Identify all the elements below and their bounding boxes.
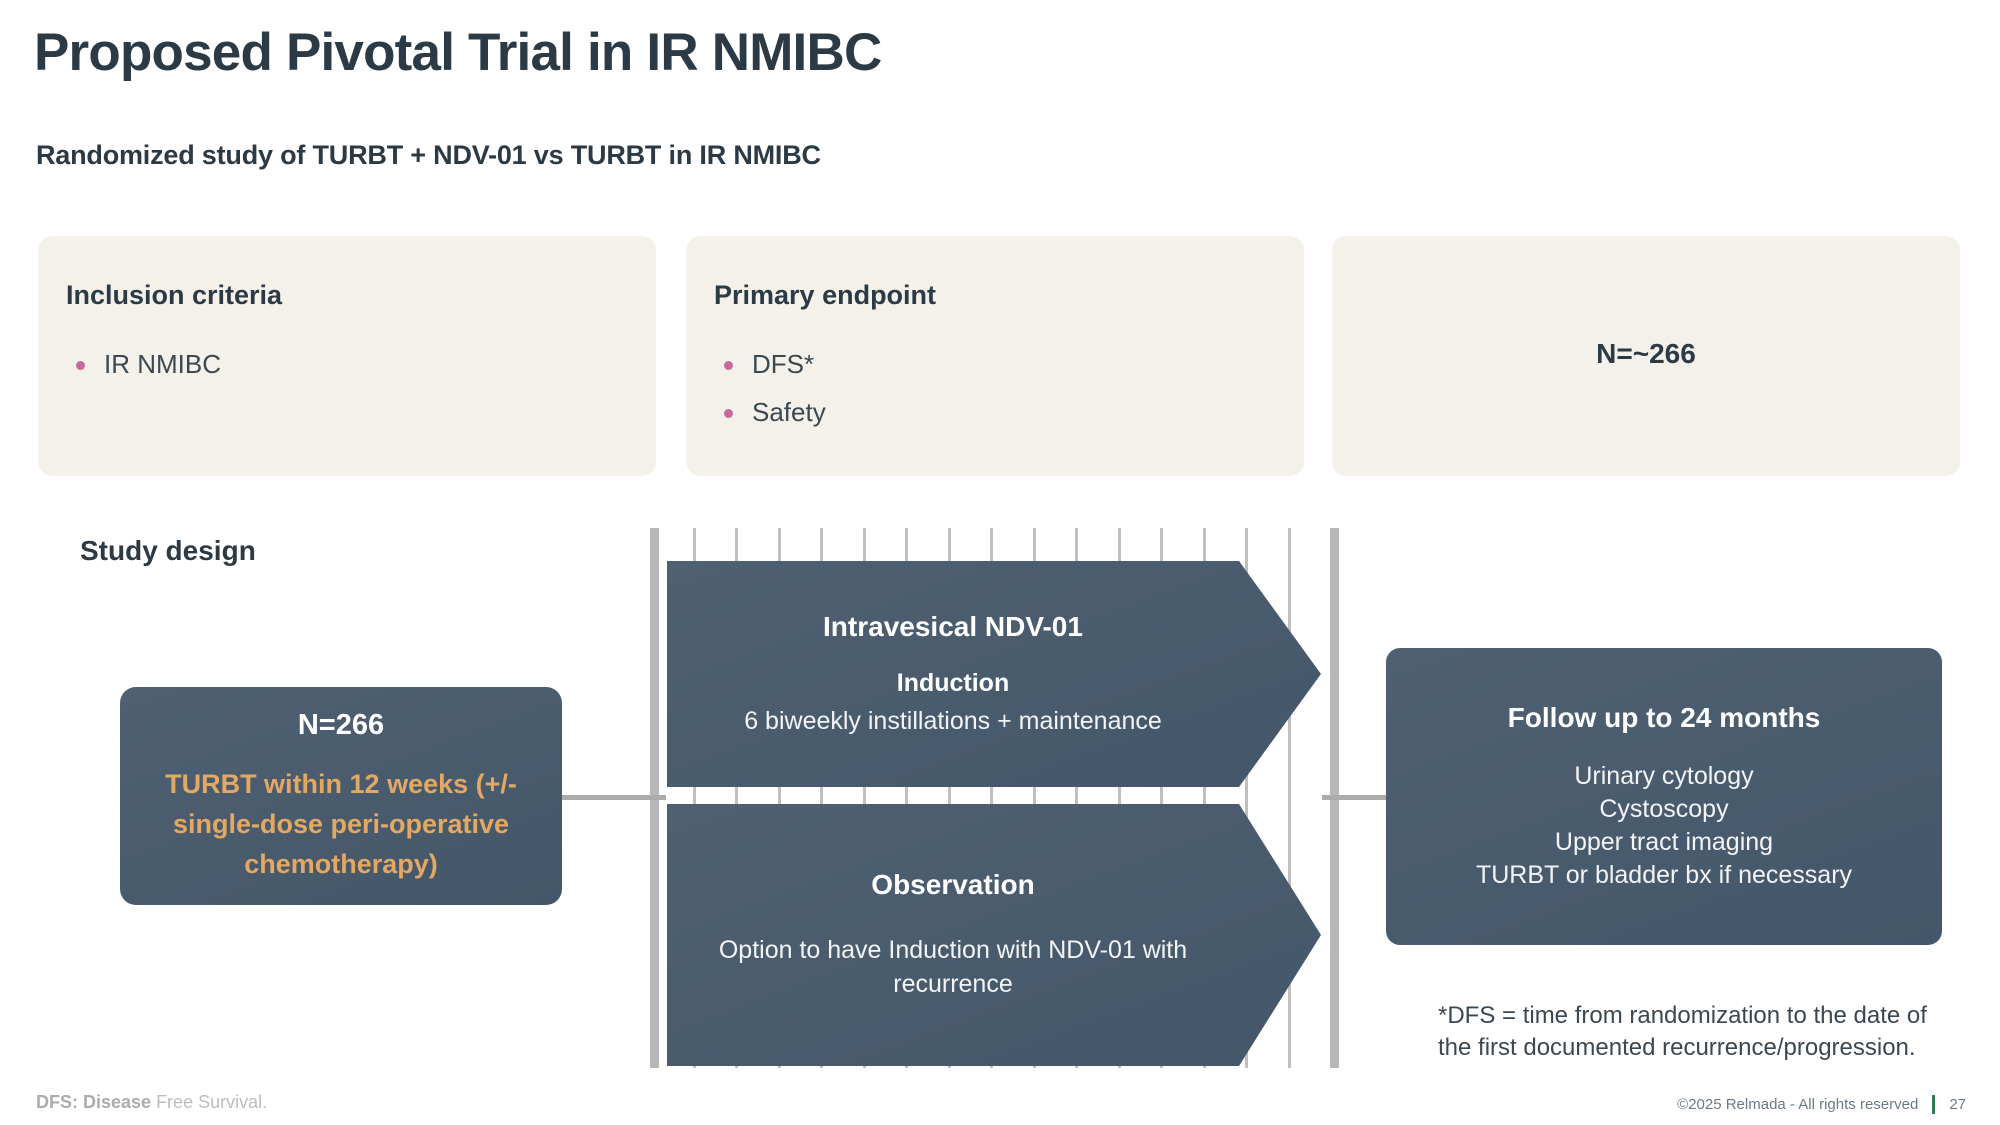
- gridline: [820, 528, 823, 1068]
- connector-line-right: [1322, 795, 1394, 800]
- gridline: [863, 528, 866, 1068]
- card-title-inclusion: Inclusion criteria: [66, 280, 283, 310]
- box-follow-up: Follow up to 24 months Urinary cytology …: [1386, 648, 1942, 945]
- gridline: [693, 528, 696, 1068]
- footnote-dfs-definition: *DFS = time from randomization to the da…: [1438, 1002, 1927, 1061]
- card-inclusion-criteria: Inclusion criteria IR NMIBC: [38, 236, 656, 476]
- list-item: Safety: [716, 388, 826, 436]
- footer-separator-icon: [1932, 1095, 1936, 1114]
- gridline: [1118, 528, 1121, 1068]
- gridline: [778, 528, 781, 1068]
- gridline: [1203, 528, 1206, 1068]
- follow-up-title: Follow up to 24 months: [1507, 701, 1821, 733]
- gridline: [905, 528, 908, 1068]
- section-label-study-design: Study design: [80, 535, 256, 566]
- enrollment-label: N=~266: [1596, 338, 1696, 369]
- footer-abbreviations: DFS: Disease Free Survival.: [36, 1092, 267, 1113]
- card-primary-endpoint: Primary endpoint DFS* Safety: [686, 236, 1304, 476]
- list-item: DFS*: [716, 340, 826, 388]
- gridline: [948, 528, 951, 1068]
- card-title-endpoint: Primary endpoint: [714, 280, 937, 310]
- footer-copyright: ©2025 Relmada - All rights reserved: [1677, 1096, 1919, 1113]
- turbt-n-label: N=266: [297, 708, 385, 741]
- connector-line-left: [558, 795, 666, 800]
- arrow-treatment-arm: Intravesical NDV-01 Induction 6 biweekly…: [667, 561, 1321, 787]
- endpoint-bullet-list: DFS* Safety: [716, 340, 826, 436]
- gridline: [1160, 528, 1163, 1068]
- list-item: IR NMIBC: [68, 340, 221, 388]
- inclusion-bullet-list: IR NMIBC: [68, 340, 221, 388]
- gridline: [1075, 528, 1078, 1068]
- footer-abbreviation-rest: Free Survival.: [151, 1092, 268, 1112]
- page-subtitle: Randomized study of TURBT + NDV-01 vs TU…: [36, 140, 821, 170]
- list-item: Cystoscopy: [1599, 794, 1729, 823]
- gridline: [1245, 528, 1248, 1068]
- card-enrollment: N=~266: [1332, 236, 1960, 476]
- treatment-arm-subtitle: Induction: [896, 668, 1010, 697]
- treatment-arm-body: 6 biweekly instillations + maintenance: [744, 706, 1162, 735]
- turbt-description: TURBT within 12 weeks (+/- single-dose p…: [165, 768, 517, 879]
- list-item: TURBT or bladder bx if necessary: [1475, 860, 1853, 889]
- gridline: [1288, 528, 1291, 1068]
- arrow-control-arm: Observation Option to have Induction wit…: [667, 804, 1321, 1066]
- page-title: Proposed Pivotal Trial in IR NMIBC: [34, 23, 882, 82]
- footer-page-number: 27: [1949, 1096, 1966, 1113]
- control-arm-title: Observation: [871, 869, 1035, 900]
- control-arm-body: Option to have Induction with NDV-01 wit…: [718, 936, 1188, 998]
- box-turbt-randomization: N=266 TURBT within 12 weeks (+/- single-…: [120, 687, 562, 905]
- treatment-arm-title: Intravesical NDV-01: [823, 610, 1083, 642]
- list-item: Urinary cytology: [1574, 761, 1754, 790]
- gridline: [735, 528, 738, 1068]
- gridline: [1033, 528, 1036, 1068]
- footer-abbreviation-bold: DFS: Disease: [36, 1092, 152, 1112]
- follow-up-list: Urinary cytology Cystoscopy Upper tract …: [1476, 760, 1852, 892]
- gridline: [990, 528, 993, 1068]
- list-item: Upper tract imaging: [1554, 827, 1774, 856]
- footer-copyright-block: ©2025 Relmada - All rights reserved 27: [1677, 1095, 1966, 1114]
